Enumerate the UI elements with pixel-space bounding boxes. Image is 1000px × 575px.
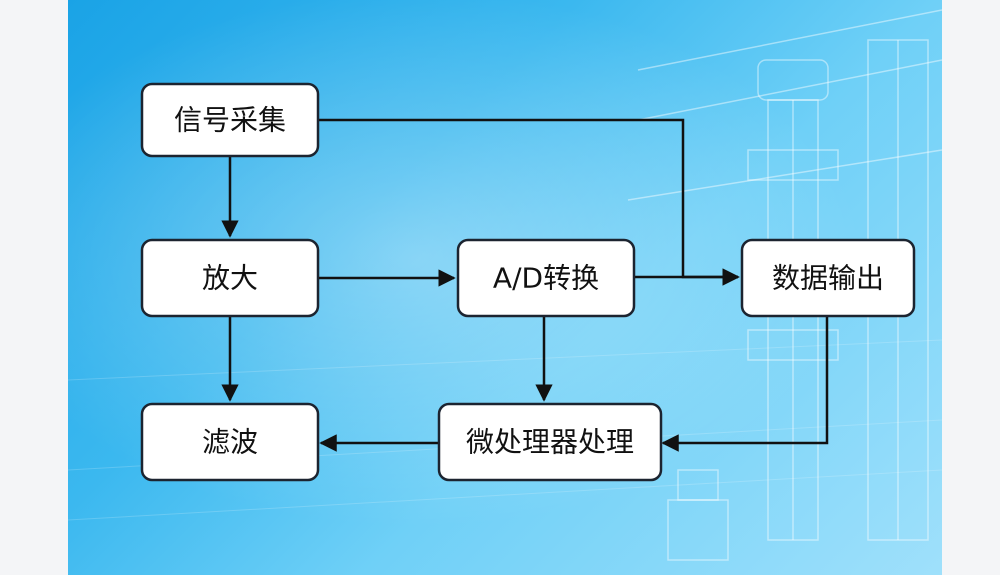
node-data-output: 数据输出 — [740, 238, 916, 318]
node-label: 放大 — [202, 262, 258, 295]
node-label: 微处理器处理 — [466, 426, 634, 459]
node-label: 滤波 — [202, 426, 258, 459]
flowchart: 信号采集 放大 A/D转换 数据输出 滤波 微处理器处理 — [140, 82, 916, 482]
node-filter: 滤波 — [140, 402, 320, 482]
node-amplify: 放大 — [140, 238, 320, 318]
node-label: 信号采集 — [174, 104, 286, 137]
diagram-canvas: 信号采集 放大 A/D转换 数据输出 滤波 微处理器处理 — [68, 0, 942, 575]
node-label: 数据输出 — [772, 262, 884, 295]
node-label: A/D转换 — [493, 262, 599, 295]
edge-output-to-mcu — [661, 317, 829, 452]
node-signal-acquisition: 信号采集 — [140, 82, 320, 158]
node-mcu-process: 微处理器处理 — [437, 402, 663, 482]
node-ad-convert: A/D转换 — [456, 238, 636, 318]
